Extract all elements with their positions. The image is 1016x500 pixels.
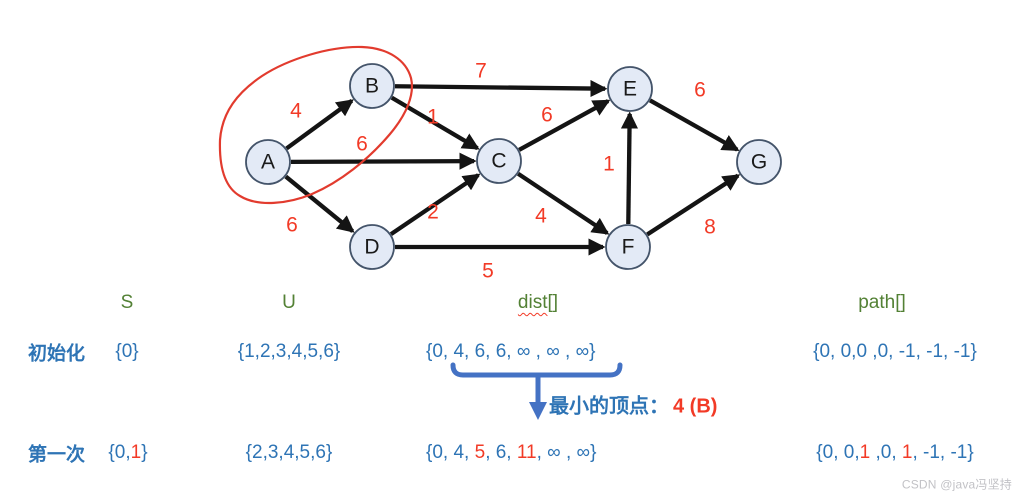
edge-B-C xyxy=(390,95,480,151)
value-text: {0, 4, 6, 6, ∞ , ∞ , ∞} xyxy=(426,341,596,362)
cell-init-path: {0, 0,0 ,0, -1, -1, -1} xyxy=(813,341,977,363)
col-header-path: path[] xyxy=(858,292,906,314)
node-label-F: F xyxy=(622,236,635,259)
edge-A-B xyxy=(285,99,354,151)
edge-weight-A-C: 6 xyxy=(356,133,368,156)
col-header-u: U xyxy=(282,292,296,314)
min-vertex-label: 最小的顶点： xyxy=(549,395,669,418)
edge-C-F xyxy=(516,171,610,235)
node-label-B: B xyxy=(365,75,379,98)
col-header-text: S xyxy=(120,292,134,313)
edge-F-E xyxy=(620,111,639,225)
node-A: A xyxy=(245,139,291,185)
cell-init-s: {0} xyxy=(115,341,138,363)
value-text: , ∞ , ∞} xyxy=(536,442,597,463)
min-brace-arrow xyxy=(450,362,623,420)
arrow-head xyxy=(529,402,547,420)
watermark: CSDN @java冯坚持 xyxy=(901,477,1012,492)
node-B: B xyxy=(349,63,395,109)
edge-weight-F-G: 8 xyxy=(704,216,716,239)
node-G: G xyxy=(736,139,782,185)
edge-A-D xyxy=(284,174,355,233)
edge-weight-B-E: 7 xyxy=(475,60,487,83)
value-text: {0} xyxy=(115,341,139,362)
edge-C-E xyxy=(518,99,611,152)
edge-weight-A-D: 6 xyxy=(286,214,298,237)
value-text: } xyxy=(141,442,148,463)
edge-weight-D-F: 5 xyxy=(482,260,494,283)
value-text: , 6, xyxy=(485,442,517,463)
cell-first-u: {2,3,4,5,6} xyxy=(246,442,333,464)
s-set-highlight-loop xyxy=(218,45,413,205)
edge-weight-E-G: 6 xyxy=(694,79,706,102)
row-label-init: 初始化 xyxy=(28,343,86,365)
col-header-text: dist xyxy=(517,292,548,313)
value-text: , -1, -1} xyxy=(912,442,974,463)
edge-weight-D-C: 2 xyxy=(427,201,439,224)
edge-weight-C-E: 6 xyxy=(541,104,553,127)
edge-A-C xyxy=(290,152,477,170)
cell-first-s: {0,1} xyxy=(108,442,147,464)
edge-D-C xyxy=(389,173,481,236)
edge-weight-A-B: 4 xyxy=(290,100,302,123)
edge-E-G xyxy=(648,98,740,152)
min-vertex-value: 4 (B) xyxy=(673,395,718,418)
value-text: {1,2,3,4,5,6} xyxy=(237,341,341,362)
col-header-dist: dist[] xyxy=(518,292,558,314)
edge-B-E xyxy=(394,79,608,98)
edge-weights: 4 6 6 7 1 6 2 4 5 1 6 8 xyxy=(286,60,716,283)
row-label-first: 第一次 xyxy=(28,444,86,466)
cell-init-dist: {0, 4, 6, 6, ∞ , ∞ , ∞} xyxy=(426,341,596,363)
value-text: {0, 0,0 ,0, -1, -1, -1} xyxy=(813,341,977,362)
col-header-text: [] xyxy=(547,292,559,313)
node-label-D: D xyxy=(364,236,379,259)
value-text: ,0, xyxy=(870,442,902,463)
node-label-C: C xyxy=(491,150,506,173)
node-D: D xyxy=(349,224,395,270)
node-label-A: A xyxy=(261,151,275,174)
cell-init-u: {1,2,3,4,5,6} xyxy=(238,341,341,363)
node-label-E: E xyxy=(623,78,637,101)
col-header-text: path[] xyxy=(858,292,906,313)
col-header-s: S xyxy=(121,292,134,314)
cell-first-path: {0, 0,1 ,0, 1, -1, -1} xyxy=(816,442,973,464)
changed-value: 1 xyxy=(859,442,871,463)
edge-weight-B-C: 1 xyxy=(427,106,439,129)
value-text: {0, 0, xyxy=(816,442,860,463)
edge-weight-F-E: 1 xyxy=(603,153,615,176)
node-label-G: G xyxy=(751,151,767,174)
cell-first-dist: {0, 4, 5, 6, 11, ∞ , ∞} xyxy=(426,442,596,464)
node-C: C xyxy=(476,138,522,184)
value-text: {0, xyxy=(108,442,131,463)
edge-F-G xyxy=(646,173,741,237)
col-header-text: U xyxy=(282,292,296,313)
changed-value: 1 xyxy=(901,442,913,463)
edges xyxy=(284,79,741,256)
edge-weight-C-F: 4 xyxy=(535,205,547,228)
node-F: F xyxy=(605,224,651,270)
changed-value: 11 xyxy=(516,442,537,463)
value-text: {2,3,4,5,6} xyxy=(245,442,333,463)
min-vertex-annotation: 最小的顶点：4 (B) xyxy=(549,390,717,419)
nodes: A B C D E F G xyxy=(245,63,782,270)
changed-value: 1 xyxy=(130,442,142,463)
value-text: {0, 4, xyxy=(426,442,475,463)
changed-value: 5 xyxy=(474,442,486,463)
node-E: E xyxy=(607,66,653,112)
